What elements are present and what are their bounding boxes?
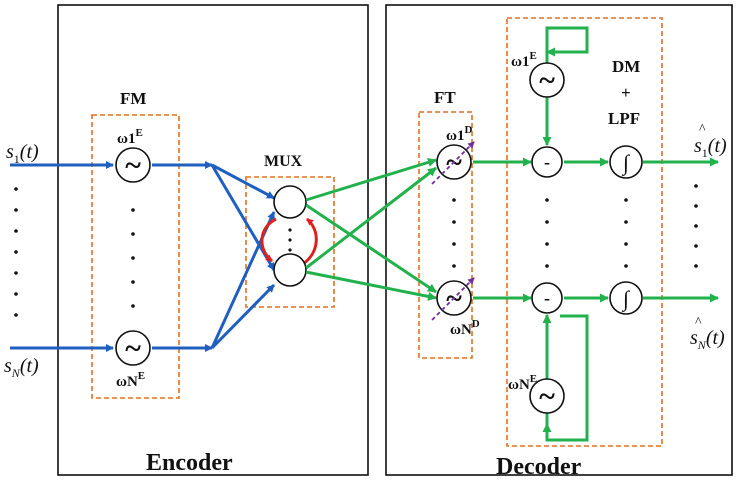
omega-1-encoder: ω1E [117, 127, 143, 147]
omega-1-local: ω1E [511, 50, 537, 70]
fm-oscillator-n [115, 330, 151, 366]
fm-label: FM [120, 89, 146, 108]
encoder-frame [57, 4, 369, 476]
subtractor-n-symbol: - [544, 288, 550, 308]
mux-dots [288, 228, 292, 252]
integrator-vertical-dots [624, 198, 628, 268]
fm-oscillator-1 [115, 147, 151, 183]
input-signal-n: sN(t) [4, 355, 39, 380]
local-oscillator-n [529, 378, 565, 414]
omega-n-decoder: ωND [450, 318, 480, 338]
encoder-title: Encoder [146, 450, 233, 476]
mux-label: MUX [264, 153, 303, 170]
mux-node-n [273, 253, 307, 287]
dm-label: DM [612, 57, 640, 76]
mux-group-box [245, 176, 335, 308]
decoder-signal-paths [473, 26, 719, 442]
local-oscillator-1 [529, 62, 565, 98]
output-vertical-dots [694, 184, 698, 268]
subtractor-n [531, 282, 563, 314]
fm-vertical-dots [131, 208, 135, 308]
subtractor-1-symbol: - [544, 152, 550, 172]
local-oscillator-1-tilde: ~ [539, 64, 555, 97]
fm-oscillator-n-tilde: ~ [125, 332, 141, 365]
local-oscillator-n-tilde: ~ [539, 380, 555, 413]
ft-label: FT [434, 88, 456, 107]
omega-n-local: ωNE [508, 373, 537, 393]
channel-signal-paths [305, 158, 437, 301]
fm-group-box [91, 114, 180, 399]
ft-vertical-dots [452, 198, 456, 268]
output-n-hat: ^ [695, 315, 702, 330]
input-signal-1: s1(t) [6, 141, 39, 166]
integrator-1 [609, 145, 643, 179]
mux-crosslink [260, 217, 318, 266]
lpf-label: LPF [608, 109, 640, 128]
input-vertical-dots [14, 187, 18, 317]
output-1-hat: ^ [699, 122, 706, 137]
integrator-n-symbol: ∫ [621, 286, 631, 312]
omega-n-encoder: ωNE [116, 370, 145, 390]
mux-node-1 [273, 185, 307, 219]
plus-label: + [621, 83, 631, 102]
subtractor-1 [531, 146, 563, 178]
tuning-arrows [431, 141, 475, 321]
integrator-1-symbol: ∫ [621, 150, 631, 176]
fm-oscillator-1-tilde: ~ [125, 149, 141, 182]
output-signal-1: s1(t) [694, 135, 727, 160]
dm-lpf-group-box [506, 17, 663, 447]
encoder-signal-paths [10, 161, 276, 352]
decoder-title: Decoder [496, 454, 582, 480]
ft-group-box [418, 111, 473, 359]
output-signal-n: sN(t) [690, 327, 725, 352]
subtractor-vertical-dots [545, 198, 549, 268]
decoder-frame [385, 4, 733, 476]
integrator-n [609, 281, 643, 315]
omega-1-decoder: ω1D [446, 124, 472, 144]
